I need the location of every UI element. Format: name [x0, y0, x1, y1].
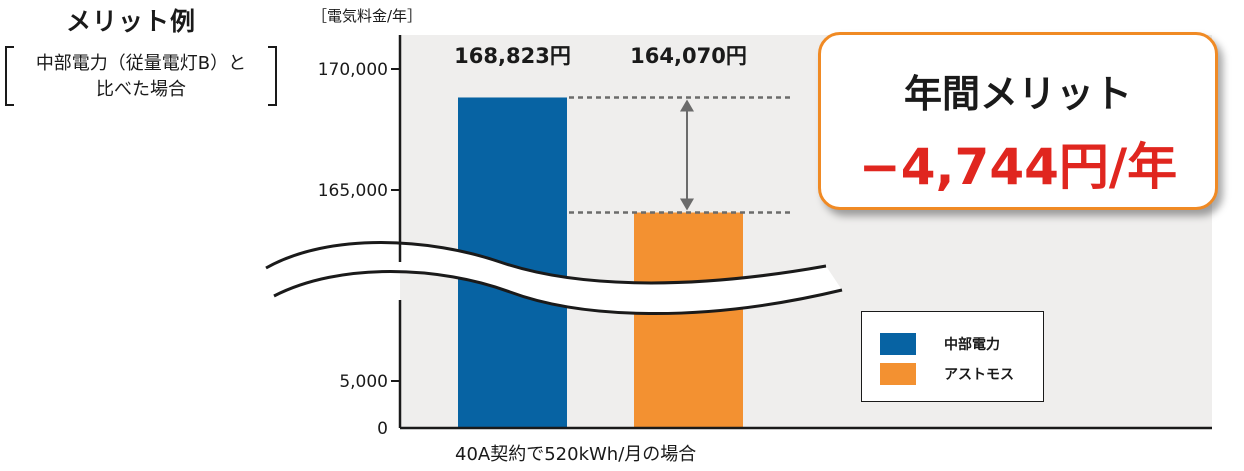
- axis-break: [265, 241, 843, 316]
- x-axis-label: 40A契約で520kWh/月の場合: [455, 444, 697, 465]
- merit-label: 年間メリット: [903, 72, 1132, 116]
- comparison-line-2: 比べた場合: [96, 79, 186, 100]
- axis-break-edge-bottom: [273, 270, 843, 316]
- comparison-note: 中部電力（従量電灯B）と 比べた場合: [5, 46, 277, 106]
- data-label-1: 164,070円: [630, 44, 747, 68]
- y-axis-unit-label: ［電気料金/年］: [312, 7, 423, 25]
- merit-value: −4,744円/年: [858, 138, 1178, 196]
- legend-item-chubu: 中部電力: [880, 333, 1000, 355]
- legend-item-astmos: アストモス: [880, 363, 1014, 385]
- legend-label-chubu: 中部電力: [944, 337, 1000, 353]
- bar-astmos: [634, 212, 743, 428]
- y-tick-label-1: 5,000: [339, 372, 388, 392]
- y-axis: 0 5,000 165,000 170,000: [318, 35, 1212, 439]
- right-bracket: [268, 46, 277, 106]
- axis-break-fill: [266, 242, 842, 314]
- legend-label-astmos: アストモス: [944, 367, 1014, 383]
- axis-break-edge-top: [265, 241, 827, 285]
- comparison-line-1: 中部電力（従量電灯B）と: [35, 53, 247, 74]
- arrow-head-down: [680, 198, 694, 211]
- y-tick-label-2: 165,000: [318, 181, 388, 201]
- data-labels: 168,823円 164,070円: [454, 44, 747, 68]
- comparison-text: 中部電力（従量電灯B）と 比べた場合: [17, 51, 265, 103]
- y-tick-label-0: 0: [377, 419, 388, 439]
- annual-merit-box: 年間メリット −4,744円/年: [818, 32, 1218, 210]
- difference-annotation: [569, 96, 790, 214]
- legend-swatch-astmos: [880, 363, 916, 385]
- y-tick-label-3: 170,000: [318, 60, 388, 80]
- data-label-0: 168,823円: [454, 44, 571, 68]
- page-title: メリット例: [66, 7, 197, 36]
- legend: 中部電力 アストモス: [861, 311, 1044, 402]
- left-bracket: [5, 46, 14, 106]
- legend-swatch-chubu: [880, 333, 916, 355]
- arrow-head-up: [680, 99, 694, 112]
